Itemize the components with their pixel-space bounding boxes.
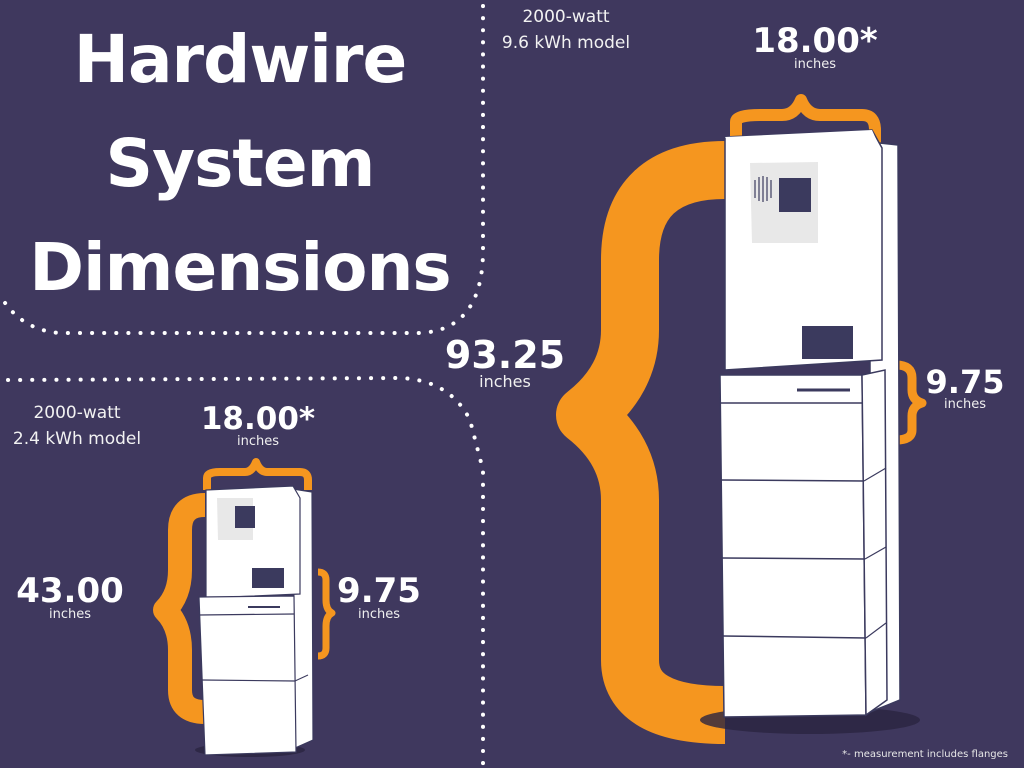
small-width-dimension: 18.00* inches <box>200 401 316 449</box>
height-brace-large <box>556 141 726 744</box>
large-model-capacity: 9.6 kWh model <box>501 33 631 53</box>
width-brace-small <box>203 458 312 490</box>
depth-brace-small <box>317 568 336 660</box>
depth-brace-large <box>895 360 927 445</box>
small-model-capacity: 2.4 kWh model <box>12 429 142 449</box>
large-model-wattage: 2000-watt <box>522 7 610 27</box>
small-height-dimension: 43.00 inches <box>16 571 124 622</box>
small-model-wattage: 2000-watt <box>33 403 121 423</box>
title-line-3: Dimensions <box>29 229 451 306</box>
large-model-label: 2000-watt 9.6 kWh model <box>490 4 642 56</box>
title-line-1: Hardwire <box>73 21 407 98</box>
small-depth-dimension: 9.75 inches <box>337 571 421 622</box>
large-width-dimension: 18.00* inches <box>752 21 878 72</box>
footnote: *- measurement includes flanges <box>842 749 1008 760</box>
width-brace-large <box>730 94 881 145</box>
large-height-dimension: 93.25 inches <box>444 333 566 391</box>
small-model-label: 2000-watt 2.4 kWh model <box>0 400 154 452</box>
height-brace-small <box>153 493 206 724</box>
title-line-2: System <box>105 125 376 202</box>
large-depth-dimension: 9.75 inches <box>925 363 1005 412</box>
page-title: Hardwire System Dimensions <box>0 8 480 320</box>
